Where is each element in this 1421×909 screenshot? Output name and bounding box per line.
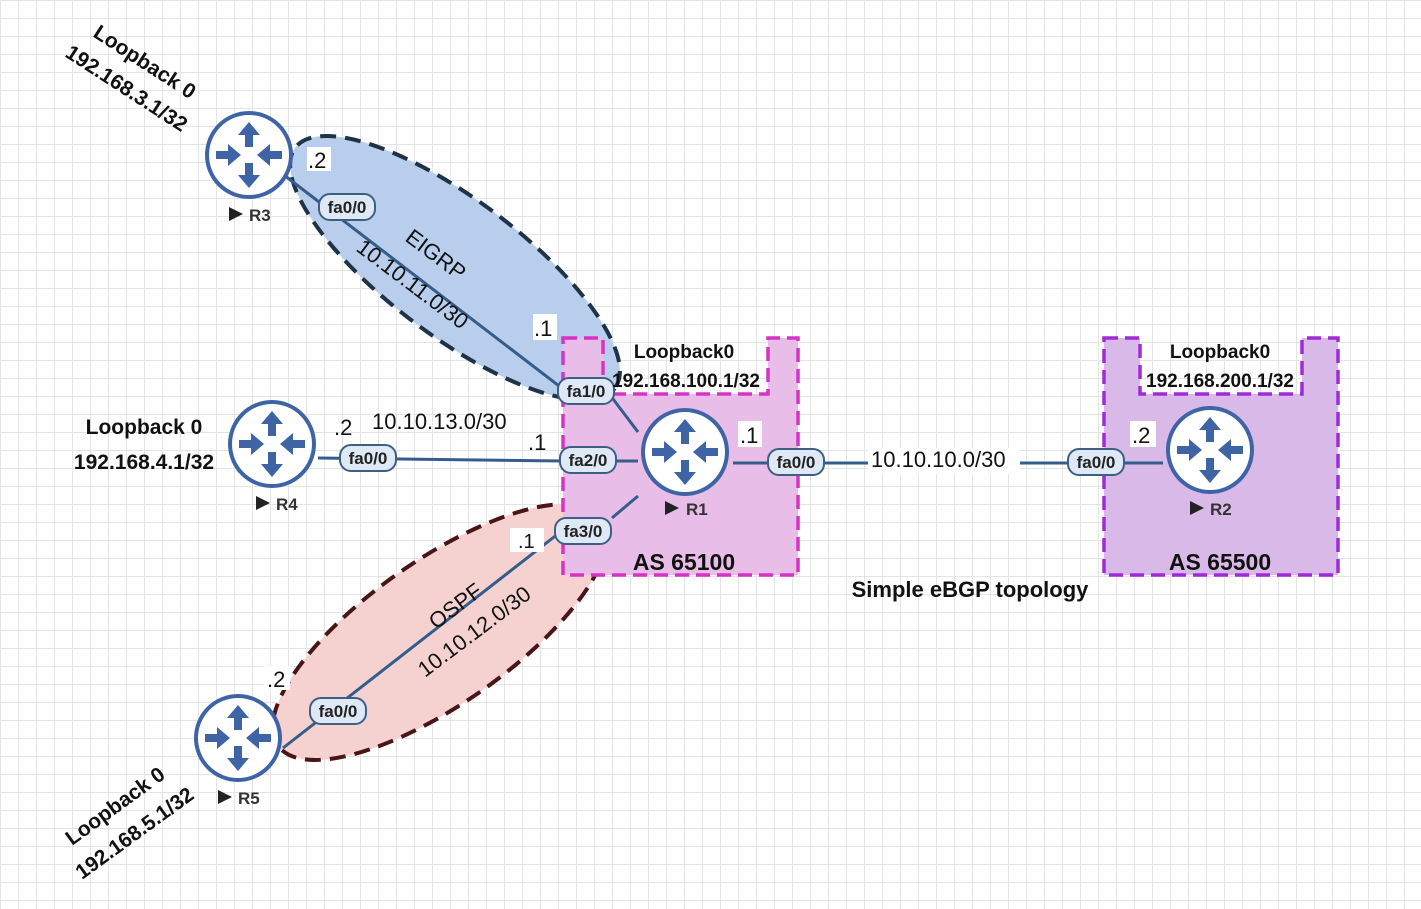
as65100-loopback-title: Loopback0 [634, 342, 734, 363]
play-icon [665, 501, 679, 515]
play-icon [218, 790, 232, 804]
r4-loopback-ip: 192.168.4.1/32 [74, 451, 214, 474]
link-r1-fa30 [611, 494, 639, 520]
subnet-label-r1-r4: 10.10.13.0/30 [372, 409, 507, 434]
svg-text:fa3/0: fa3/0 [564, 522, 603, 541]
iface-r5-fa00[interactable]: fa0/0 [309, 697, 367, 725]
svg-text:fa1/0: fa1/0 [567, 382, 606, 401]
host-label-r1-ospf: .1 [518, 531, 535, 553]
host-label-r1-ebgp: .1 [740, 423, 758, 448]
svg-text:fa0/0: fa0/0 [319, 702, 358, 721]
iface-r2-fa00[interactable]: fa0/0 [1067, 448, 1125, 476]
svg-text:fa2/0: fa2/0 [569, 451, 608, 470]
as65100-loopback-ip: 192.168.100.1/32 [612, 371, 760, 392]
svg-text:fa0/0: fa0/0 [1077, 453, 1116, 472]
router-r3[interactable] [205, 111, 293, 199]
as65500-loopback-title: Loopback0 [1170, 342, 1270, 363]
router-r4-name: R4 [276, 495, 298, 514]
play-icon [1190, 501, 1204, 515]
iface-r1-fa30[interactable]: fa3/0 [554, 517, 612, 545]
router-r5-name: R5 [238, 789, 260, 808]
as65500-loopback-ip: 192.168.200.1/32 [1146, 371, 1294, 392]
r4-loopback-title: Loopback 0 [86, 416, 203, 439]
host-label-r1-r4: .1 [528, 430, 546, 455]
iface-r4-fa00[interactable]: fa0/0 [339, 444, 397, 472]
router-r2-name: R2 [1210, 500, 1232, 519]
host-label-r3: .2 [308, 148, 326, 173]
as65100-label: AS 65100 [633, 549, 735, 575]
play-icon [229, 207, 243, 221]
as65500-label: AS 65500 [1169, 549, 1271, 575]
host-label-r4: .2 [334, 415, 352, 440]
svg-text:fa0/0: fa0/0 [328, 198, 367, 217]
iface-r1-fa00[interactable]: fa0/0 [767, 448, 825, 476]
router-r2[interactable] [1166, 406, 1254, 494]
iface-r1-fa20[interactable]: fa2/0 [559, 446, 617, 474]
host-label-r5: .2 [267, 667, 285, 692]
router-r1-name: R1 [686, 500, 708, 519]
iface-r3-fa00[interactable]: fa0/0 [318, 193, 376, 221]
play-icon [256, 496, 270, 510]
iface-r1-fa10[interactable]: fa1/0 [557, 377, 615, 405]
subnet-label-r1-r2: 10.10.10.0/30 [871, 447, 1006, 472]
host-label-r2: .2 [1132, 423, 1150, 448]
router-r4[interactable] [228, 400, 316, 488]
router-r1[interactable] [641, 408, 729, 496]
diagram-title: Simple eBGP topology [852, 577, 1090, 602]
router-r3-name: R3 [249, 206, 271, 225]
svg-text:fa0/0: fa0/0 [349, 449, 388, 468]
svg-text:fa0/0: fa0/0 [777, 453, 816, 472]
link-r1-fa10 [608, 394, 640, 433]
router-r5[interactable] [194, 694, 282, 782]
host-label-r1-eigrp: .1 [534, 316, 552, 341]
